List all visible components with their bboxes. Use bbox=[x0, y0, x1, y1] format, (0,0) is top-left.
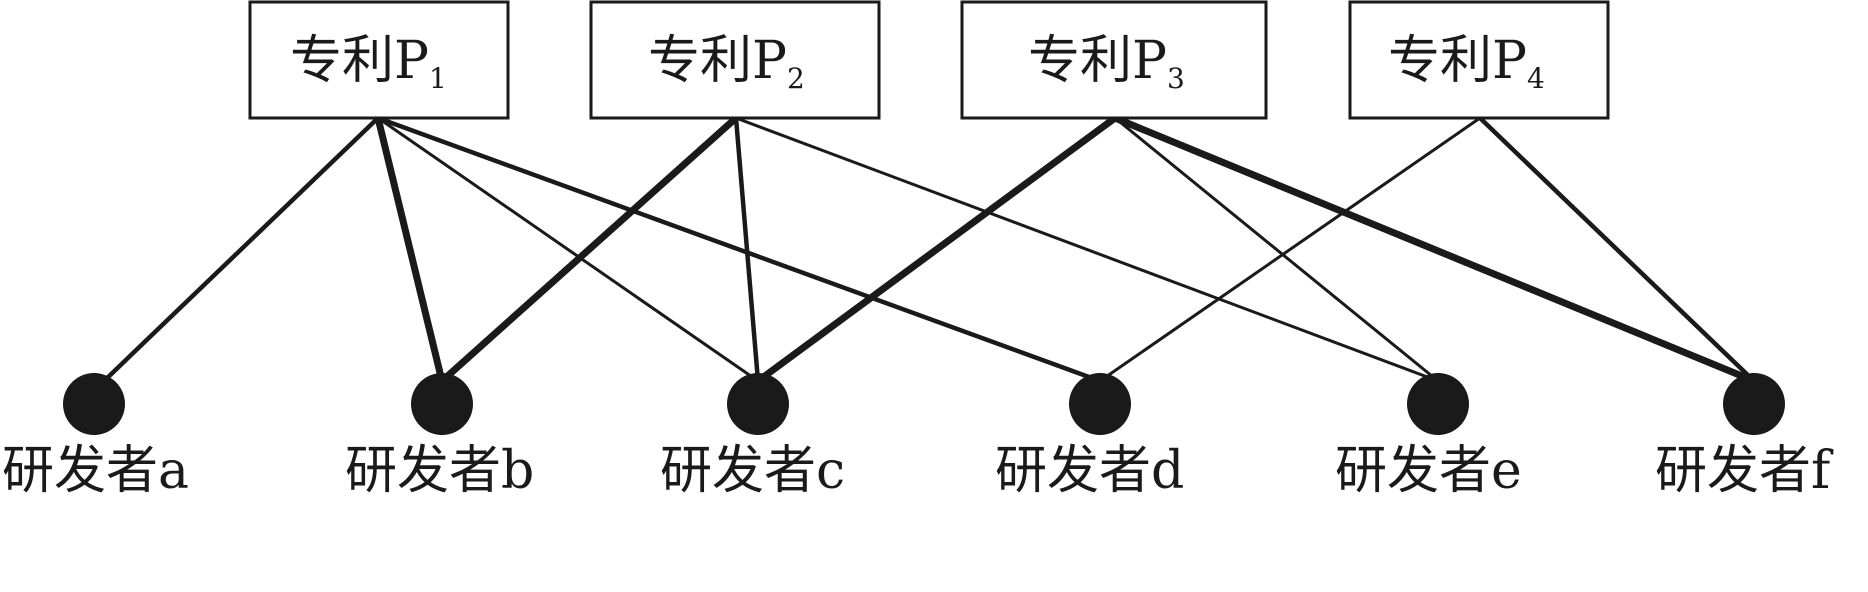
researcher-node-d: 研发者d bbox=[995, 373, 1184, 501]
researcher-dot-f bbox=[1723, 373, 1785, 435]
patent-label-p1: 专利P1 bbox=[290, 31, 447, 95]
patent-label-p3: 专利P3 bbox=[1028, 31, 1185, 95]
patent-prefix-p3: 专利P bbox=[1028, 31, 1167, 91]
edge-p4-d bbox=[1098, 116, 1482, 383]
researcher-label-d: 研发者d bbox=[995, 441, 1184, 501]
researcher-node-c: 研发者c bbox=[660, 373, 845, 501]
researcher-node-e: 研发者e bbox=[1335, 373, 1522, 501]
patent-box-p2 bbox=[589, 0, 881, 120]
researcher-node-b: 研发者b bbox=[345, 373, 534, 501]
patent-box-p3 bbox=[960, 0, 1268, 120]
researcher-dot-c bbox=[727, 373, 789, 435]
patent-label-p4: 专利P4 bbox=[1388, 31, 1545, 95]
researcher-node-a: 研发者a bbox=[2, 373, 189, 501]
patent-prefix-p4: 专利P bbox=[1388, 31, 1527, 91]
patent-box-p4 bbox=[1348, 0, 1610, 120]
patent-node-p4: 专利P4 bbox=[1348, 0, 1610, 120]
patent-node-p2: 专利P2 bbox=[589, 0, 881, 120]
patent-node-p1: 专利P1 bbox=[248, 0, 510, 120]
edge-p1-a bbox=[101, 115, 381, 384]
edge-p2-c bbox=[733, 115, 761, 384]
researcher-label-e: 研发者e bbox=[1335, 441, 1522, 501]
patent-subscript-p4: 4 bbox=[1527, 62, 1545, 95]
edge-p3-e bbox=[1113, 116, 1440, 383]
researcher-node-f: 研发者f bbox=[1655, 373, 1834, 501]
patent-subscript-p1: 1 bbox=[429, 62, 447, 95]
researcher-dot-a bbox=[63, 373, 125, 435]
researcher-dot-d bbox=[1069, 373, 1131, 435]
patent-subscript-p2: 2 bbox=[787, 62, 805, 95]
edge-p3-c bbox=[754, 114, 1119, 385]
researcher-label-f: 研发者f bbox=[1655, 441, 1834, 501]
edges-layer bbox=[101, 114, 1758, 385]
researcher-label-b: 研发者b bbox=[345, 441, 534, 501]
edge-p1-b bbox=[374, 114, 446, 385]
patent-label-p2: 专利P2 bbox=[648, 31, 805, 95]
edge-p2-e bbox=[734, 116, 1440, 383]
edge-p3-f bbox=[1111, 114, 1758, 385]
researcher-dot-e bbox=[1407, 373, 1469, 435]
edge-p1-d bbox=[375, 115, 1103, 384]
edge-p4-f bbox=[1477, 115, 1757, 384]
edge-p1-c bbox=[376, 116, 760, 383]
patent-prefix-p2: 专利P bbox=[648, 31, 787, 91]
patent-prefix-p1: 专利P bbox=[290, 31, 429, 91]
patent-subscript-p3: 3 bbox=[1167, 62, 1185, 95]
researcher-label-a: 研发者a bbox=[2, 441, 189, 501]
patent-box-p1 bbox=[248, 0, 510, 120]
edge-p2-b bbox=[438, 114, 740, 385]
patent-node-p3: 专利P3 bbox=[960, 0, 1268, 120]
researcher-dot-b bbox=[411, 373, 473, 435]
researcher-label-c: 研发者c bbox=[660, 441, 845, 501]
